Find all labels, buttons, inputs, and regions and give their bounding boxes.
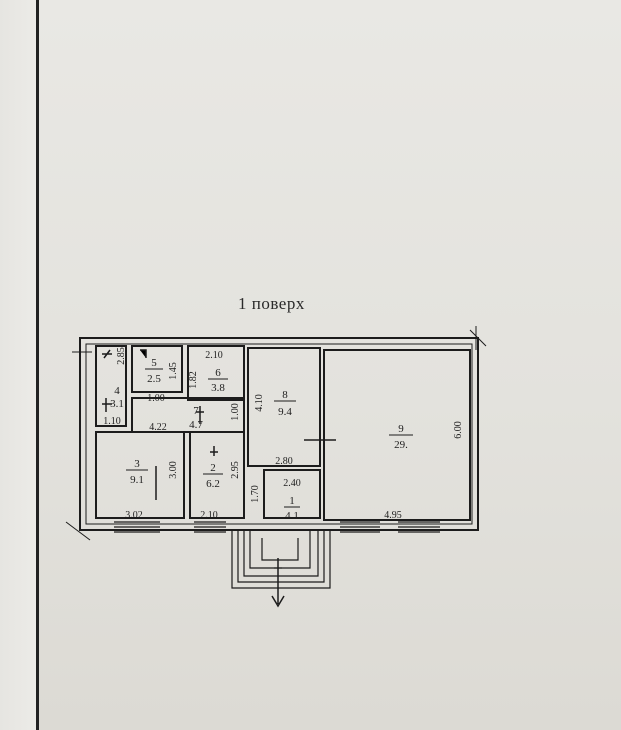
room-9-area: 29. [394,439,408,451]
dimension-label: 1.00 [230,403,241,421]
dimension-label: 3.02 [125,510,143,521]
room-3-wall [95,431,185,519]
entrance-steps [243,530,319,577]
page-margin-line [36,0,39,730]
room-6-wall [187,345,245,401]
room-8-number: 8 [282,389,288,401]
entrance-steps [249,530,311,569]
room-7-number: 7 [193,405,199,417]
dimension-label: 2.40 [283,478,301,489]
door-tick [102,398,112,412]
dimension-label: 1.70 [250,485,261,503]
outer-wall-inner [85,343,473,525]
room-3-number: 3 [134,458,140,470]
room-4-number: 4 [114,385,120,397]
room-2-number: 2 [210,462,216,474]
floor-title: 1 поверх [238,294,305,313]
door-tick [210,446,218,456]
entrance-steps [237,530,325,583]
corner-tick [65,521,91,541]
entrance-door [261,538,299,561]
door-tick [102,349,112,359]
dimension-label: 1.45 [168,362,179,380]
window-room-3 [114,521,160,533]
dimension-label: 4.95 [384,510,402,521]
room-7-area: 4.7 [189,419,203,431]
room-5-wall [131,345,183,393]
dimension-label: 4.10 [254,394,265,412]
dimension-label: 6.00 [453,421,464,439]
entrance-steps [231,530,331,589]
room-1-wall [263,469,321,519]
room-5-number: 5 [151,357,157,369]
dimension-label: 2.10 [205,350,223,361]
room-5-area: 2.5 [147,373,161,385]
room-6-number: 6 [215,367,221,379]
room-8-wall [247,347,321,467]
window-room-9-right [398,521,440,533]
dimension-label: 2.80 [275,456,293,467]
room-1-number: 1 [289,495,295,507]
dimension-label: 1.10 [103,416,121,427]
window-room-2 [194,521,226,533]
door-tick [304,432,336,448]
corner-tick [72,326,487,353]
room-1-area: 4.1 [285,510,299,522]
room-8-area: 9.4 [278,406,292,418]
dimension-label: 2.10 [200,510,218,521]
room-2-wall [189,431,245,519]
entrance-arrow [271,558,285,608]
outer-wall [79,337,479,531]
room-3-area: 9.1 [130,474,144,486]
dimension-label: 1.82 [188,371,199,389]
room-9-number: 9 [398,423,404,435]
door-tick [196,406,204,424]
dimension-label: 2.85 [116,347,127,365]
room-4-wall [95,345,127,427]
dimension-label: 1.00 [147,393,165,404]
dimension-label: 2.95 [230,461,241,479]
room-7-wall [131,397,245,433]
dimension-label: 3.00 [168,461,179,479]
room-9-wall [323,349,471,521]
page-left-strip [0,0,36,730]
dimension-label: 4.22 [149,422,167,433]
room-2-area: 6.2 [206,478,220,490]
window-room-9-left [340,521,380,533]
room-6-area: 3.8 [211,382,225,394]
door-tick [140,349,147,358]
room-4-area: 3.1 [110,398,124,410]
